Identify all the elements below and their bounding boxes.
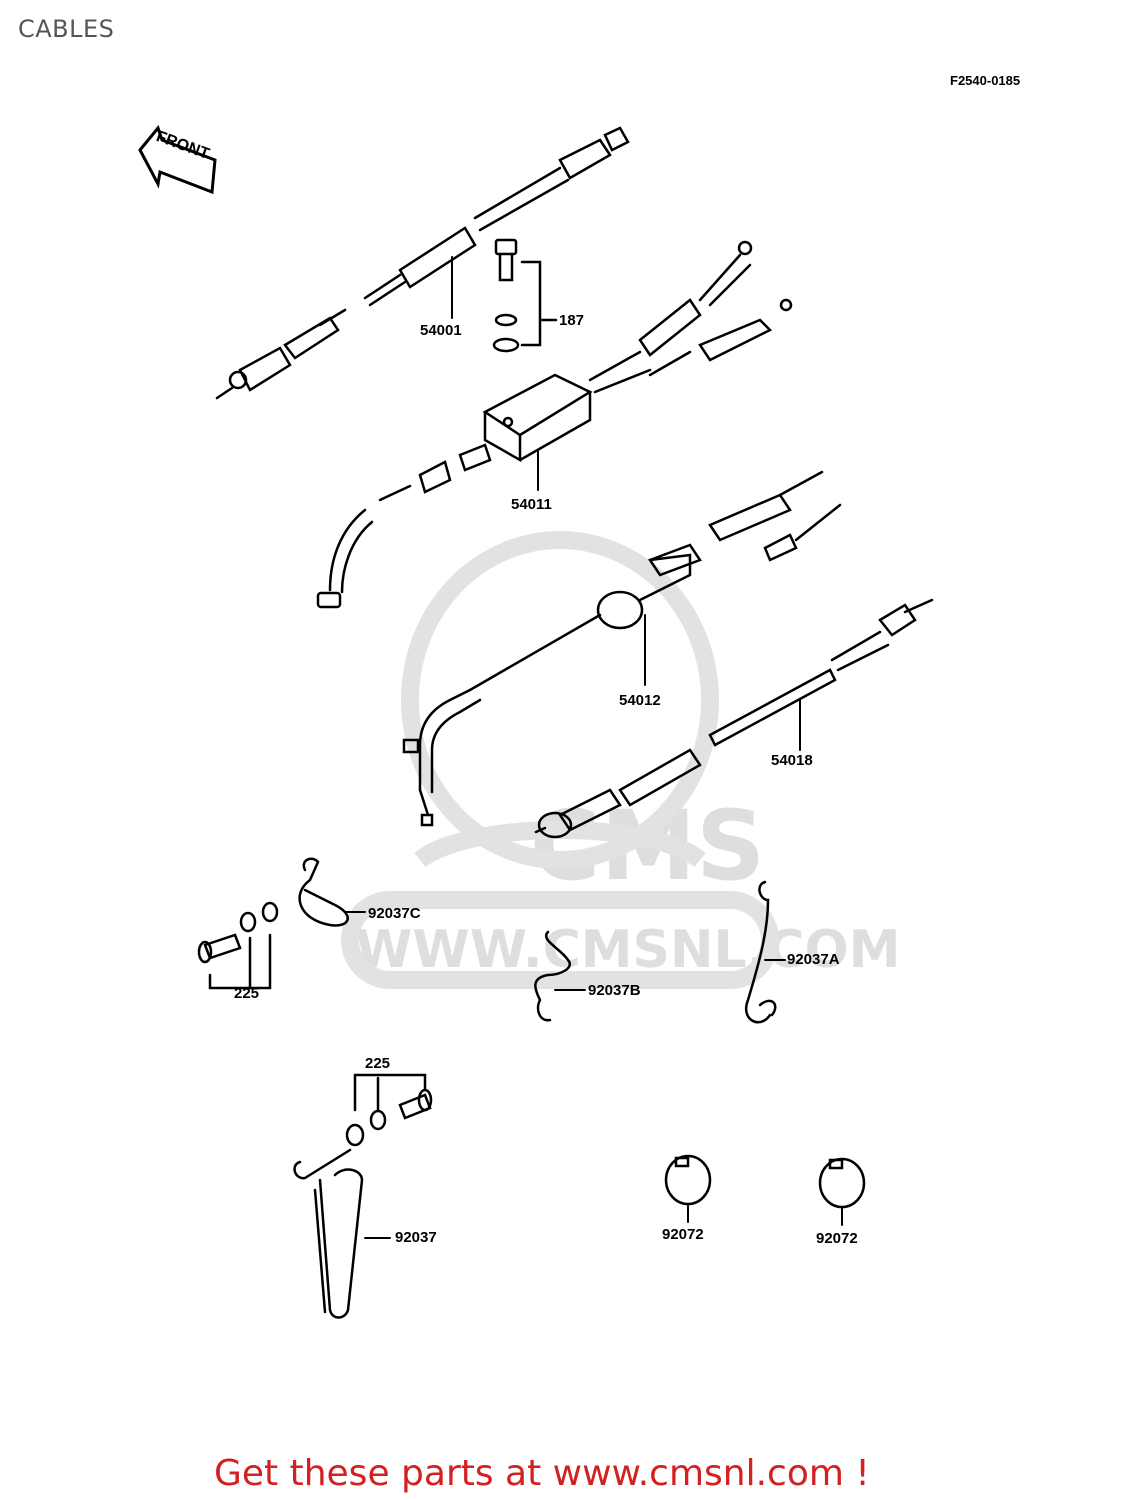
callout-92037: 92037: [395, 1229, 437, 1246]
hose-clamp-92072-left: [664, 1154, 712, 1223]
hose-clamp-92072-right: [818, 1157, 866, 1226]
cable-54018: [534, 598, 934, 839]
callout-92072-right: 92072: [816, 1230, 858, 1247]
figure-code: F2540-0185: [950, 73, 1021, 88]
clamp-92037: [293, 1148, 391, 1319]
page-title: CABLES: [18, 15, 115, 43]
callout-225-left: 225: [234, 985, 260, 1002]
front-arrow-icon: FRONT: [138, 124, 217, 195]
callout-92072-left: 92072: [662, 1226, 704, 1243]
cable-54001: [215, 126, 630, 400]
callout-92037B: 92037B: [588, 982, 641, 999]
watermark-url: WWW.CMSNL.COM: [355, 920, 901, 980]
callout-54011: 54011: [511, 496, 552, 513]
clamp-92037A: [744, 880, 786, 1024]
clamp-92037B: [534, 930, 586, 1022]
cmsnl-link[interactable]: Get these parts at www.cmsnl.com !: [214, 1453, 870, 1494]
clamp-92037C: [298, 857, 366, 927]
callout-225-lower: 225: [365, 1055, 391, 1072]
cable-54012: [402, 470, 842, 827]
callout-92037A: 92037A: [787, 951, 840, 968]
screw-225-lower: [345, 1073, 433, 1147]
callout-54012: 54012: [619, 692, 661, 709]
callout-92037C: 92037C: [368, 905, 421, 922]
callout-54001: 54001: [420, 322, 462, 339]
callout-187: 187: [559, 312, 585, 329]
watermark-mascot: [341, 531, 779, 989]
callout-54018: 54018: [771, 752, 813, 769]
cable-54011: [316, 240, 793, 609]
bolt-187: [492, 238, 558, 353]
screw-225-left: [197, 901, 279, 990]
